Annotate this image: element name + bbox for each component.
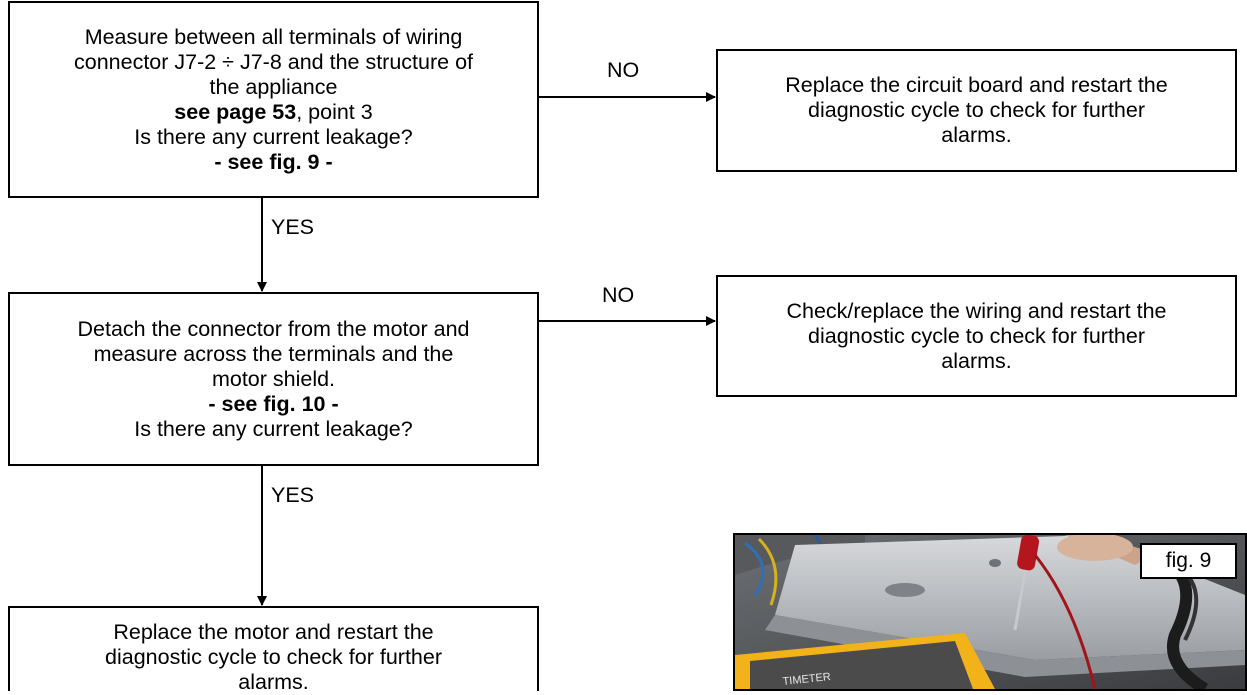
metal-rail — [775, 535, 1245, 660]
step-text-line: measure across the terminals and the — [93, 341, 454, 366]
step-text-line: Detach the connector from the motor and — [77, 316, 470, 341]
branch-label-no: NO — [602, 283, 635, 307]
multimeter-label: TIMETER — [782, 671, 831, 688]
branch-label-yes: YES — [271, 215, 315, 239]
step-detach-connector-box: Detach the connector from the motor and … — [8, 292, 539, 466]
step-text-line: alarms. — [941, 348, 1012, 373]
branch-label-yes: YES — [271, 483, 315, 507]
page-reference-point: , point 3 — [296, 99, 373, 124]
step-measure-wiring-box: Measure between all terminals of wiring … — [8, 1, 539, 198]
step-text-line: alarms. — [238, 670, 309, 694]
fig-9-photo: TIMETER fig. 9 — [733, 533, 1247, 691]
step-text-line: Check/replace the wiring and restart the — [786, 298, 1167, 323]
step-text-line: Measure between all terminals of wiring — [84, 24, 463, 49]
hand — [1057, 535, 1133, 561]
page-reference-link: see page 53 — [174, 99, 297, 124]
figure-label: fig. 9 — [1140, 543, 1237, 579]
step-text-line: Replace the circuit board and restart th… — [785, 73, 1168, 97]
step-question: Is there any current leakage? — [134, 124, 413, 149]
page-reference: see page 53, point 3 — [174, 100, 372, 125]
step-text-line: connector J7-2 ÷ J7-8 and the structure … — [73, 49, 473, 74]
replace-motor-box: Replace the motor and restart the diagno… — [8, 606, 539, 694]
step-text-line: alarms. — [941, 123, 1012, 147]
replace-circuit-board-box: Replace the circuit board and restart th… — [716, 49, 1237, 172]
step-text-line: motor shield. — [211, 366, 336, 391]
probe-handle — [1017, 535, 1040, 571]
step-text-line: diagnostic cycle to check for further — [105, 645, 442, 669]
step-text-line: diagnostic cycle to check for further — [808, 323, 1145, 348]
step-question: Is there any current leakage? — [134, 416, 413, 441]
check-replace-wiring-box: Check/replace the wiring and restart the… — [716, 275, 1237, 397]
step-text-line: diagnostic cycle to check for further — [808, 98, 1145, 122]
figure-reference: - see fig. 10 - — [208, 391, 339, 416]
step-text-line: the appliance — [209, 74, 338, 99]
figure-reference: - see fig. 9 - — [214, 149, 333, 174]
branch-label-no: NO — [607, 58, 640, 82]
step-text-line: Replace the motor and restart the — [113, 620, 434, 644]
